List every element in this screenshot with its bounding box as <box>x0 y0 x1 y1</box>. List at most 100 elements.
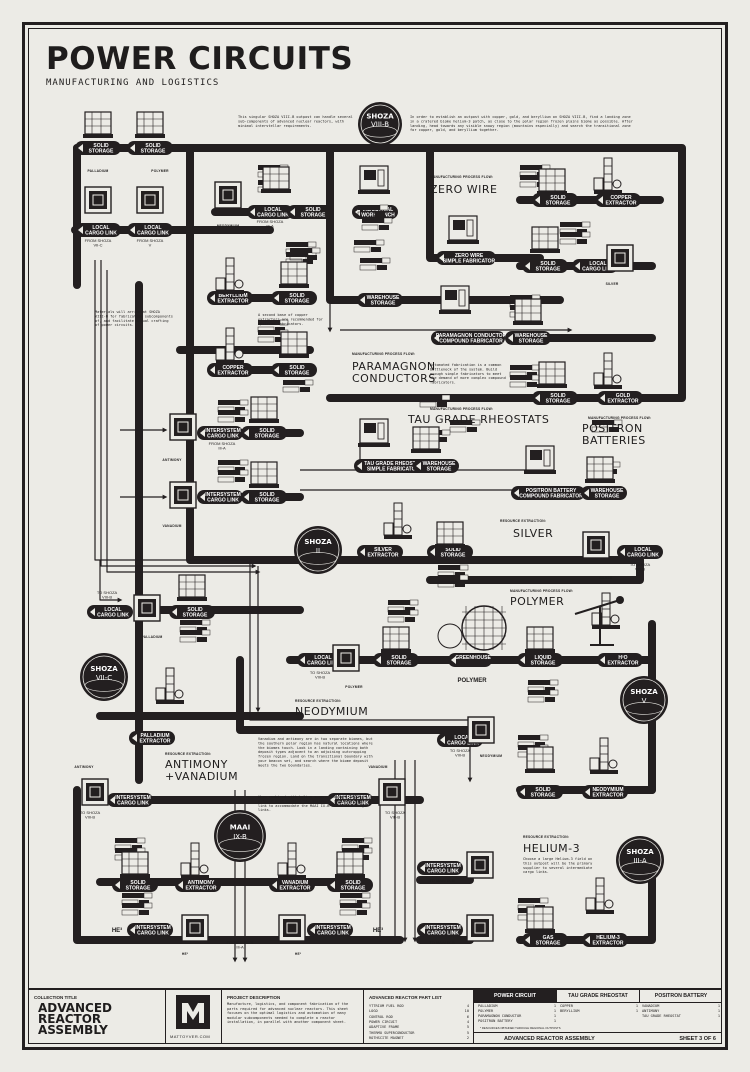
value-tag-8 <box>289 247 321 261</box>
module-cargo-50 <box>466 914 494 942</box>
shoza-badge-iii-a-name: SHOZA <box>626 848 654 856</box>
project-label: PROJECT DESCRIPTION <box>227 995 281 1000</box>
note-antimony: Vanadium and antimony are in two separat… <box>258 737 373 767</box>
greenhouse-dome-icon <box>437 605 507 651</box>
transfer-line-3 <box>249 560 473 723</box>
module-cargo-13 <box>169 481 197 509</box>
module-cargo-2 <box>84 186 112 214</box>
module-storage-12 <box>249 396 279 423</box>
value-tag-11 <box>217 409 249 423</box>
section-antimony-1: ANTIMONY <box>165 758 228 771</box>
module-extractor-23 <box>593 352 622 389</box>
module-extractor-40 <box>589 737 618 774</box>
material-neodymium-2: NEODYMIUM <box>480 754 502 758</box>
module-fab-15 <box>447 215 479 244</box>
shoza-badge-v-name: SHOZA <box>630 688 658 696</box>
material-antimony-2: ANTIMONY <box>74 765 94 769</box>
section-silver-kicker: RESOURCE EXTRACTION: <box>500 519 546 523</box>
sheet-bar: ADVANCED REACTOR ASSEMBLY SHEET 3 OF 6 <box>474 1032 722 1045</box>
shoza-badge-ii-name: SHOZA <box>304 538 332 546</box>
module-storage-14 <box>249 461 279 488</box>
section-silver: SILVER <box>513 527 553 540</box>
transfer-line-12 <box>99 560 123 603</box>
material-palladium-2: PALLADIUM <box>142 635 163 639</box>
module-cargo-34 <box>332 644 360 672</box>
module-fab-24 <box>358 418 390 447</box>
module-extractor-44 <box>180 842 209 879</box>
section-tau: TAU GRADE RHEOSTATS <box>407 413 549 426</box>
recipe-tab-2[interactable]: POSITRON BATTERY <box>654 993 708 999</box>
module-storage-43 <box>120 851 150 878</box>
value-tag-6 <box>257 319 289 333</box>
material-palladium: PALLADIUM <box>88 169 109 173</box>
value-tag-3 <box>361 217 393 231</box>
module-extractor-17 <box>593 157 622 194</box>
polymer-brand: POLYMER <box>457 678 487 684</box>
recipe-tab-0[interactable]: POWER CIRCUIT <box>474 990 557 1002</box>
module-storage-35 <box>381 626 411 653</box>
value-tag-23 <box>591 419 623 433</box>
section-paramagnon-kicker: MANUFACTURING PROCESS FLOW: <box>352 352 415 356</box>
section-paramagnon-2: CONDUCTORS <box>352 372 436 385</box>
module-storage-27 <box>585 456 615 483</box>
module-extractor-37 <box>591 592 620 629</box>
value-tag-28 <box>509 374 541 388</box>
recipe-tab-1[interactable]: TAU GRADE RHEOSTAT <box>557 990 640 1002</box>
module-cargo-42 <box>378 778 406 806</box>
note-antimony-2: When combined with helium superconductor… <box>258 795 366 812</box>
note-top-right: In order to establish an outpost with co… <box>410 115 634 132</box>
maai-badge-ix-b-number: IX-B <box>233 833 247 841</box>
shoza-badge-iii-a-number: III-A <box>633 857 647 865</box>
section-helium-kicker: RESOURCE EXTRACTION: <box>523 835 569 839</box>
module-extractor-52 <box>585 877 614 914</box>
outer-frame <box>22 22 728 1050</box>
module-extractor-7 <box>215 257 244 294</box>
